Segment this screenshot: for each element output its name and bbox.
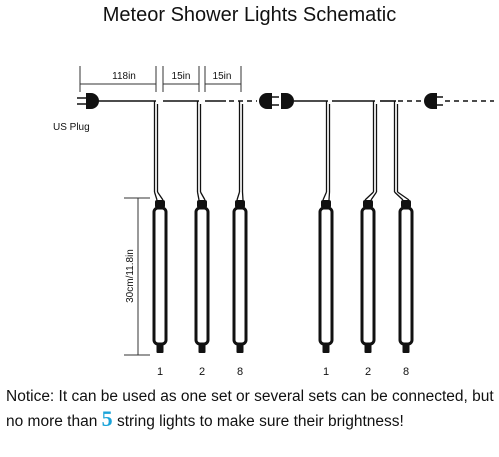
dim-label-spacing-2: 15in [213, 71, 232, 82]
tube-bottom-cap [156, 344, 164, 353]
tube-light: 2 [194, 101, 210, 378]
tube-light: 8 [393, 101, 414, 378]
tube-light: 2 [360, 101, 378, 378]
drop-wire-bend [394, 191, 410, 201]
notice-max-count: 5 [101, 406, 113, 431]
tube-light: 1 [318, 101, 334, 378]
tube-length-label: 30cm/11.8in [125, 249, 136, 303]
tube-bottom-cap [364, 344, 372, 353]
tube-top-cap [197, 200, 207, 208]
tube-top-cap [321, 200, 331, 208]
tube-label: 8 [403, 366, 409, 378]
dim-label-spacing-1: 15in [172, 71, 191, 82]
tube-body [398, 206, 414, 346]
tube-label: 1 [323, 366, 329, 378]
tube-body [318, 206, 334, 346]
drop-wire-bend [196, 191, 206, 201]
tube-light: 8 [232, 101, 248, 378]
plug-label: US Plug [53, 122, 90, 133]
tube-bottom-cap [198, 344, 206, 353]
drop-wire-bend [322, 191, 331, 201]
tube-bottom-cap [322, 344, 330, 353]
tube-body [152, 206, 168, 346]
schematic-diagram: 118in 15in 15in US Plug [53, 66, 494, 378]
tube-bottom-cap [402, 344, 410, 353]
inter-set-connector-icon [259, 93, 294, 109]
top-dimensions [79, 66, 242, 92]
tube-top-cap [155, 200, 165, 208]
page-title: Meteor Shower Lights Schematic [102, 4, 397, 26]
us-plug-icon [77, 93, 99, 109]
tube-body [360, 206, 376, 346]
tube-label: 1 [157, 366, 163, 378]
drop-wire-bend [364, 191, 378, 201]
dim-label-lead: 118in [112, 71, 136, 82]
notice-text-before: Notice: It can be used as one set or sev… [6, 388, 494, 430]
tube-label: 2 [365, 366, 371, 378]
tube-label: 2 [199, 366, 205, 378]
drop-wire-bend [153, 191, 164, 201]
tube-label: 8 [237, 366, 243, 378]
tube-top-cap [401, 200, 411, 208]
tube-strings: 1 2 8 1 2 8 [152, 101, 414, 378]
notice-text-after: string lights to make sure their brightn… [112, 413, 404, 430]
tube-length-dimension [124, 197, 150, 356]
tube-top-cap [235, 200, 245, 208]
end-connector-icon [424, 93, 443, 109]
notice-text: Notice: It can be used as one set or sev… [6, 386, 496, 433]
tube-top-cap [363, 200, 373, 208]
tube-light: 1 [152, 101, 168, 378]
drop-wire-bend [236, 191, 244, 201]
tube-body [194, 206, 210, 346]
tube-body [232, 206, 248, 346]
tube-bottom-cap [236, 344, 244, 353]
